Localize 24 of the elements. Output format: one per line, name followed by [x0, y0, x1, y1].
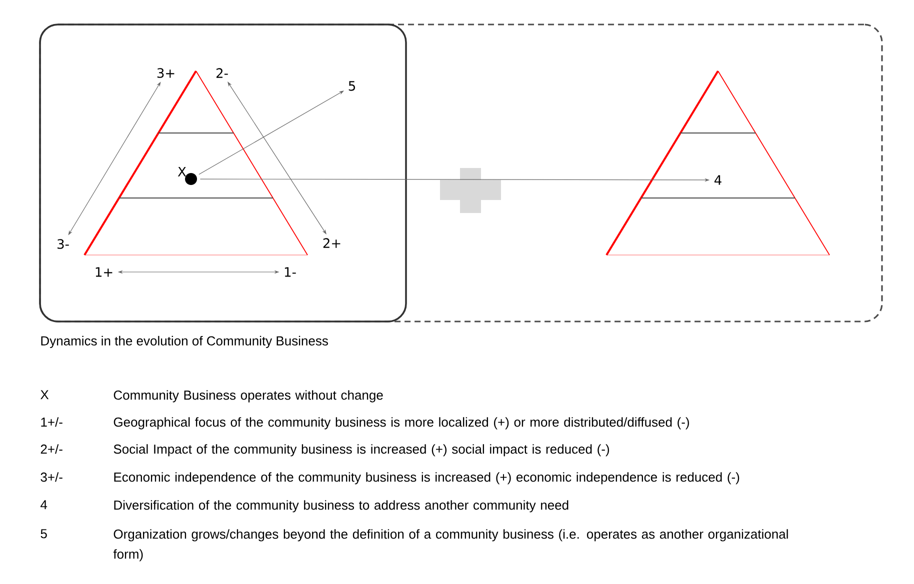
table-key: 1+/-: [41, 417, 62, 427]
point-label: 1+: [96, 267, 112, 277]
table-key: 4: [40, 500, 48, 510]
caption: Dynamics in the evolution of Community Business: [41, 336, 328, 348]
point-label: 4: [714, 175, 722, 185]
table-description: Geographical focus of the community business is more localized (+) or more distributed/diffused (-): [114, 417, 689, 430]
rounded-frame: [39, 24, 407, 322]
point-label: 3-: [58, 239, 69, 249]
point-label: 2+: [323, 238, 340, 248]
dot: [185, 173, 197, 185]
point-label: 1-: [284, 267, 296, 277]
table-key: 5: [40, 529, 47, 538]
table-key: X: [40, 390, 49, 400]
table-description: Economic independence of the community business is increased (+) economic independence is reduced (-): [114, 472, 740, 484]
point-label: 3+: [157, 68, 174, 78]
point-label: 2-: [216, 68, 228, 78]
table-description: Community Business operates without change: [114, 390, 383, 402]
table-description: Social Impact of the community business is increased (+) social impact is reduced (-): [114, 444, 610, 456]
table-key: 3+/-: [40, 472, 62, 482]
table-description: Diversification of the community business to address another community need: [114, 500, 568, 512]
table-key: 2+/-: [40, 444, 62, 454]
point-label: X: [178, 166, 186, 176]
table-description: Organization grows/changes beyond the definition of a community business (i.e. operates as another organizational form): [113, 529, 788, 562]
point-label: 5: [348, 81, 355, 91]
